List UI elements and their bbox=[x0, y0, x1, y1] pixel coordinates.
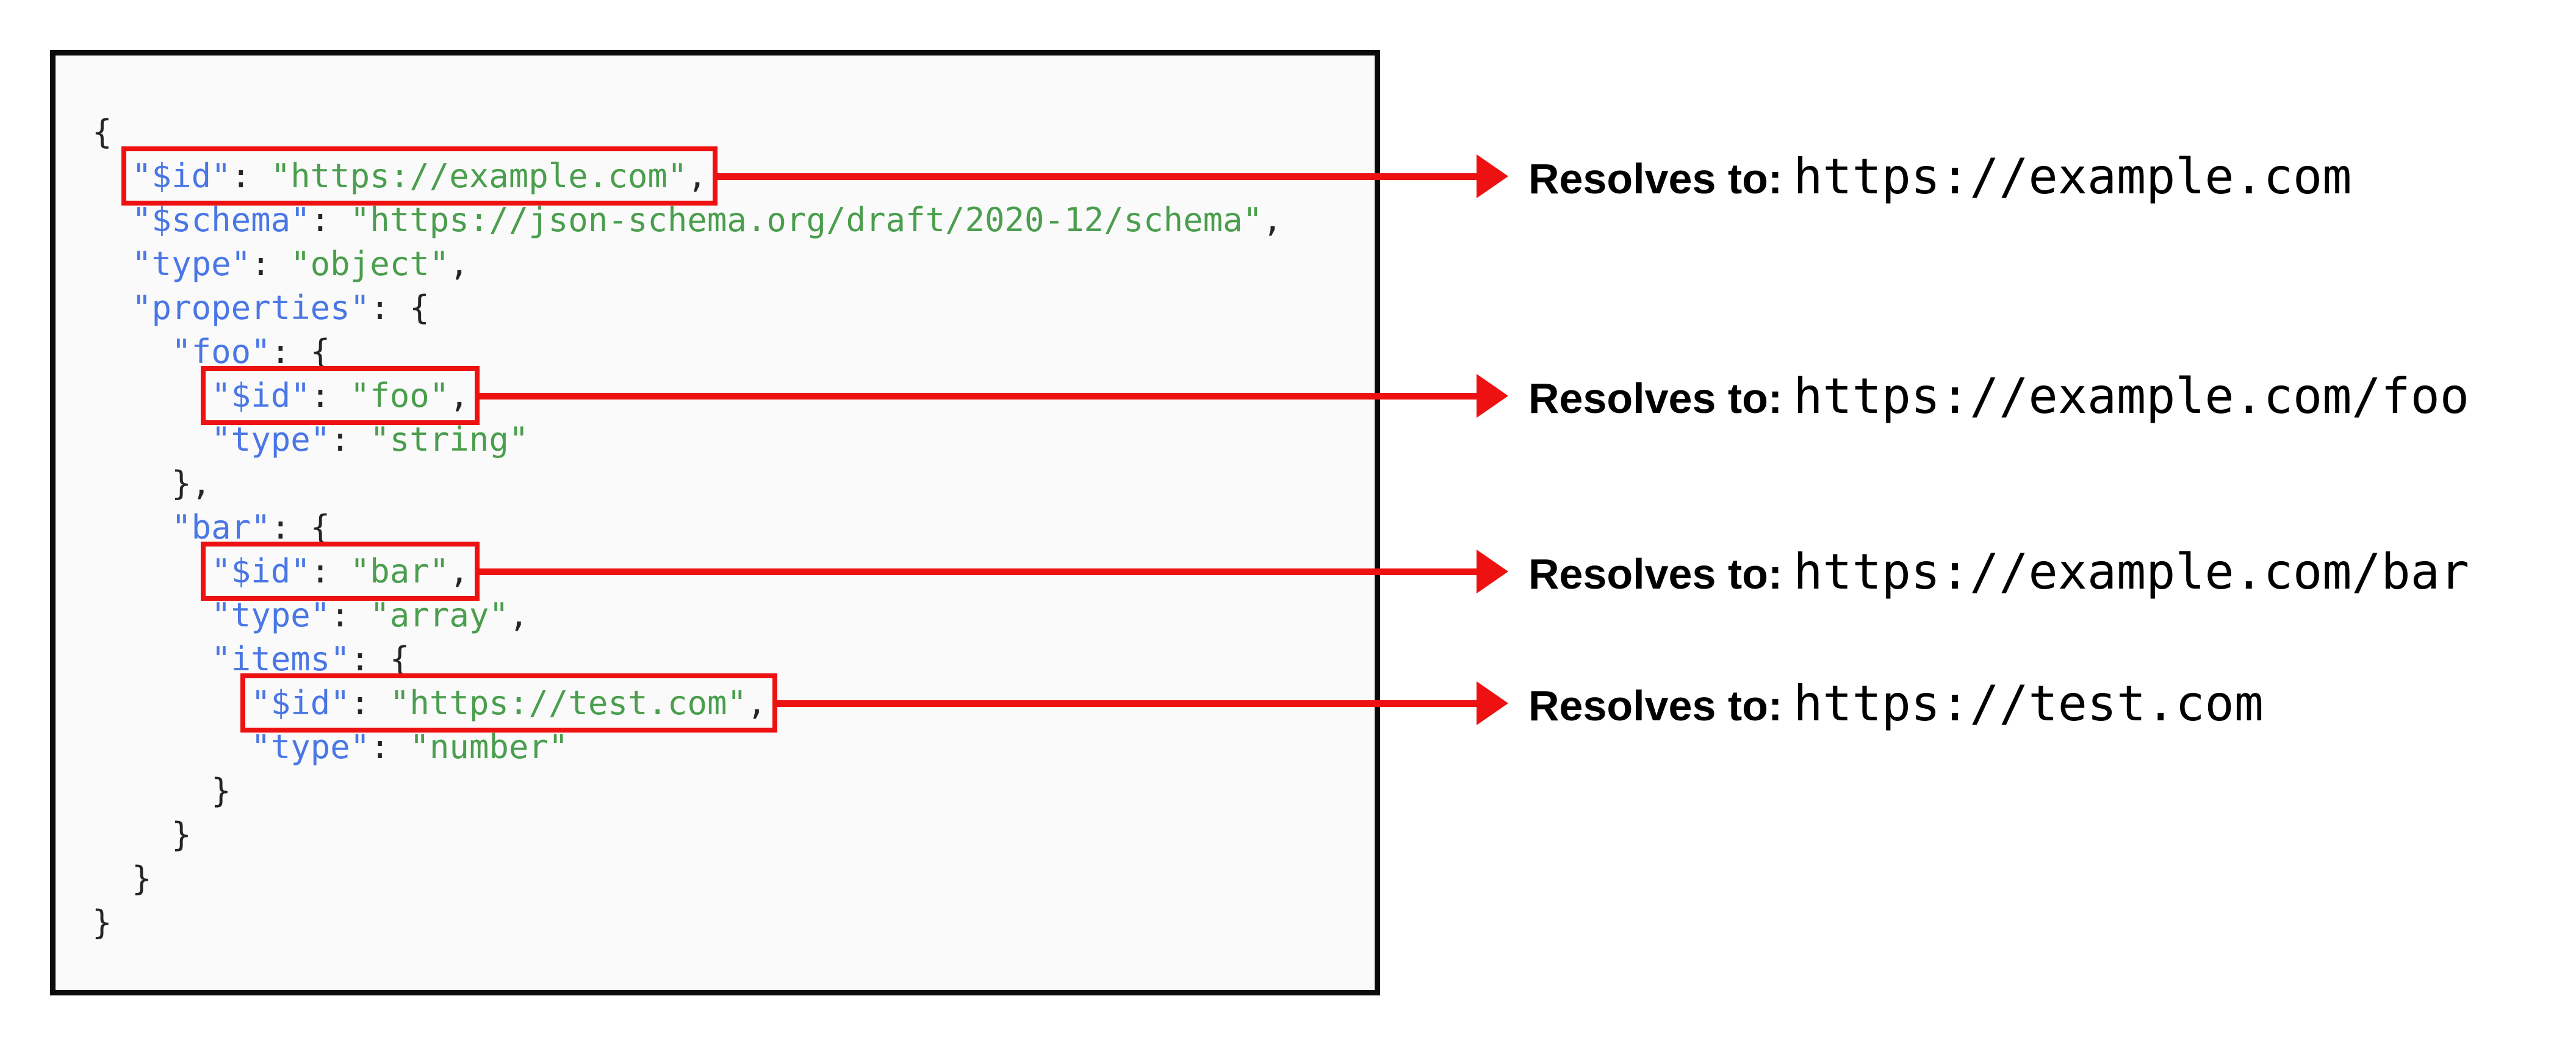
json-key: "$id" bbox=[132, 157, 231, 195]
json-punctuation: , bbox=[449, 245, 469, 283]
resolve-annotation: Resolves to:https://example.com/bar bbox=[476, 538, 2469, 605]
code-line: }, bbox=[92, 462, 1375, 506]
json-string: "foo" bbox=[350, 376, 450, 415]
json-punctuation: : bbox=[310, 201, 350, 239]
code-line: } bbox=[92, 857, 1375, 901]
json-key: "type" bbox=[132, 245, 251, 283]
json-punctuation: , bbox=[508, 596, 529, 634]
code-line: "$id": "bar", bbox=[92, 542, 1375, 601]
highlight-box: "$id": "https://test.com", bbox=[240, 673, 777, 733]
arrow-right-icon bbox=[1476, 374, 1508, 418]
annotation-label: Resolves to: bbox=[1528, 374, 1783, 422]
code-line: "type": "array", bbox=[92, 593, 1375, 637]
json-string: "https://test.com" bbox=[389, 684, 747, 722]
json-punctuation: } bbox=[171, 815, 192, 854]
code-line: "$id": "https://example.com", bbox=[92, 146, 1375, 206]
json-key: "properties" bbox=[132, 289, 370, 327]
code-line: } bbox=[92, 901, 1375, 945]
code-line: "$id": "https://test.com", bbox=[92, 673, 1375, 733]
annotation-text: Resolves to:https://example.com bbox=[1528, 148, 2351, 205]
resolve-annotation: Resolves to:https://example.com bbox=[714, 143, 2351, 210]
annotation-resolved-url: https://test.com bbox=[1793, 675, 2264, 732]
json-punctuation: : bbox=[350, 684, 390, 722]
resolve-annotation: Resolves to:https://example.com/foo bbox=[476, 362, 2469, 429]
json-key: "type" bbox=[211, 596, 331, 634]
annotation-label: Resolves to: bbox=[1528, 550, 1783, 598]
json-punctuation: , bbox=[687, 157, 707, 195]
json-key: "bar" bbox=[171, 508, 271, 547]
highlight-box: "$id": "foo", bbox=[201, 366, 480, 425]
code-line: "type": "object", bbox=[92, 242, 1375, 286]
code-line: } bbox=[92, 813, 1375, 857]
json-punctuation: : bbox=[251, 245, 291, 283]
arrow-right-icon bbox=[1476, 681, 1508, 725]
json-punctuation: : { bbox=[270, 332, 331, 371]
annotation-resolved-url: https://example.com/foo bbox=[1793, 367, 2470, 425]
annotation-text: Resolves to:https://example.com/bar bbox=[1528, 543, 2469, 600]
annotation-resolved-url: https://example.com/bar bbox=[1793, 543, 2470, 600]
code-line: "bar": { bbox=[92, 506, 1375, 550]
code-line: "foo": { bbox=[92, 330, 1375, 374]
arrow-line bbox=[476, 568, 1477, 575]
json-punctuation: } bbox=[132, 859, 152, 898]
code-panel: {"$id": "https://example.com","$schema":… bbox=[50, 50, 1380, 995]
json-punctuation: : bbox=[330, 420, 370, 459]
code-line: "$id": "foo", bbox=[92, 366, 1375, 425]
json-punctuation: , bbox=[1262, 201, 1283, 239]
code-line: "type": "number" bbox=[92, 725, 1375, 769]
code-line: "type": "string" bbox=[92, 418, 1375, 462]
json-string: "bar" bbox=[350, 552, 450, 590]
arrow-right-icon bbox=[1476, 550, 1508, 593]
json-punctuation: { bbox=[92, 113, 112, 151]
json-punctuation: : { bbox=[370, 289, 430, 327]
json-punctuation: : { bbox=[350, 640, 410, 678]
json-punctuation: : bbox=[231, 157, 271, 195]
arrow-line bbox=[714, 173, 1477, 180]
json-punctuation: : bbox=[370, 728, 410, 766]
json-punctuation: } bbox=[92, 903, 112, 942]
json-punctuation: : bbox=[330, 596, 370, 634]
json-punctuation: , bbox=[449, 376, 469, 415]
json-punctuation: } bbox=[211, 772, 231, 810]
annotation-label: Resolves to: bbox=[1528, 681, 1783, 729]
json-punctuation: : { bbox=[270, 508, 331, 547]
json-key: "foo" bbox=[171, 332, 271, 371]
code-line: "items": { bbox=[92, 637, 1375, 681]
json-key: "type" bbox=[211, 420, 331, 459]
arrow-line bbox=[476, 392, 1477, 400]
json-key: "items" bbox=[211, 640, 350, 678]
highlight-box: "$id": "https://example.com", bbox=[121, 146, 718, 206]
json-string: "number" bbox=[409, 728, 569, 766]
code-line: "$schema": "https://json-schema.org/draf… bbox=[92, 198, 1375, 242]
resolve-annotation: Resolves to:https://test.com bbox=[774, 670, 2264, 737]
json-string: "https://example.com" bbox=[270, 157, 688, 195]
json-key: "$id" bbox=[211, 552, 311, 590]
json-punctuation: : bbox=[310, 376, 350, 415]
arrow-right-icon bbox=[1476, 154, 1508, 198]
json-key: "type" bbox=[251, 728, 370, 766]
json-string: "object" bbox=[290, 245, 450, 283]
json-punctuation: , bbox=[747, 684, 767, 722]
code-line: "properties": { bbox=[92, 286, 1375, 330]
annotation-text: Resolves to:https://test.com bbox=[1528, 675, 2264, 732]
annotation-label: Resolves to: bbox=[1528, 154, 1783, 203]
json-punctuation: }, bbox=[171, 464, 212, 503]
annotation-text: Resolves to:https://example.com/foo bbox=[1528, 368, 2469, 425]
json-string: "string" bbox=[370, 420, 529, 459]
json-punctuation: : bbox=[310, 552, 350, 590]
json-punctuation: , bbox=[449, 552, 469, 590]
arrow-line bbox=[774, 700, 1477, 707]
json-string: "https://json-schema.org/draft/2020-12/s… bbox=[350, 201, 1263, 239]
code-line: } bbox=[92, 769, 1375, 813]
json-string: "array" bbox=[370, 596, 509, 634]
json-key: "$id" bbox=[211, 376, 311, 415]
code-line: { bbox=[92, 110, 1375, 154]
json-key: "$schema" bbox=[132, 201, 311, 239]
annotation-resolved-url: https://example.com bbox=[1793, 148, 2352, 205]
json-key: "$id" bbox=[251, 684, 350, 722]
highlight-box: "$id": "bar", bbox=[201, 542, 480, 601]
